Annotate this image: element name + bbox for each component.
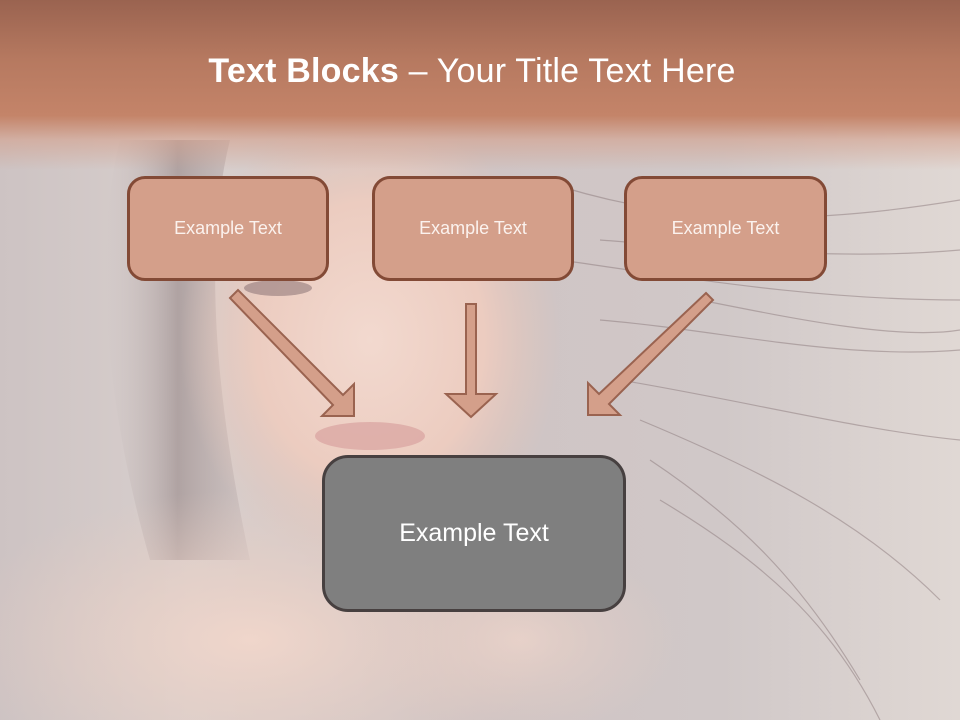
text-block-3-label: Example Text bbox=[671, 218, 780, 238]
title-banner bbox=[0, 0, 960, 170]
title-regular-part: Your Title Text Here bbox=[436, 52, 736, 90]
title-bold-part: Text Blocks bbox=[208, 52, 399, 90]
main-text-block-label: Example Text bbox=[399, 519, 549, 547]
text-block-2-label: Example Text bbox=[419, 218, 527, 238]
slide-title: Text Blocks – Your Title Text Here bbox=[0, 52, 944, 91]
text-block-1[interactable]: Example Text bbox=[127, 176, 329, 281]
main-text-block[interactable]: Example Text bbox=[322, 455, 626, 612]
text-block-2[interactable]: Example Text bbox=[372, 176, 574, 281]
text-block-3[interactable]: Example Text bbox=[624, 176, 827, 281]
title-separator: – bbox=[398, 52, 437, 90]
text-block-1-label: Example Text bbox=[174, 218, 282, 238]
